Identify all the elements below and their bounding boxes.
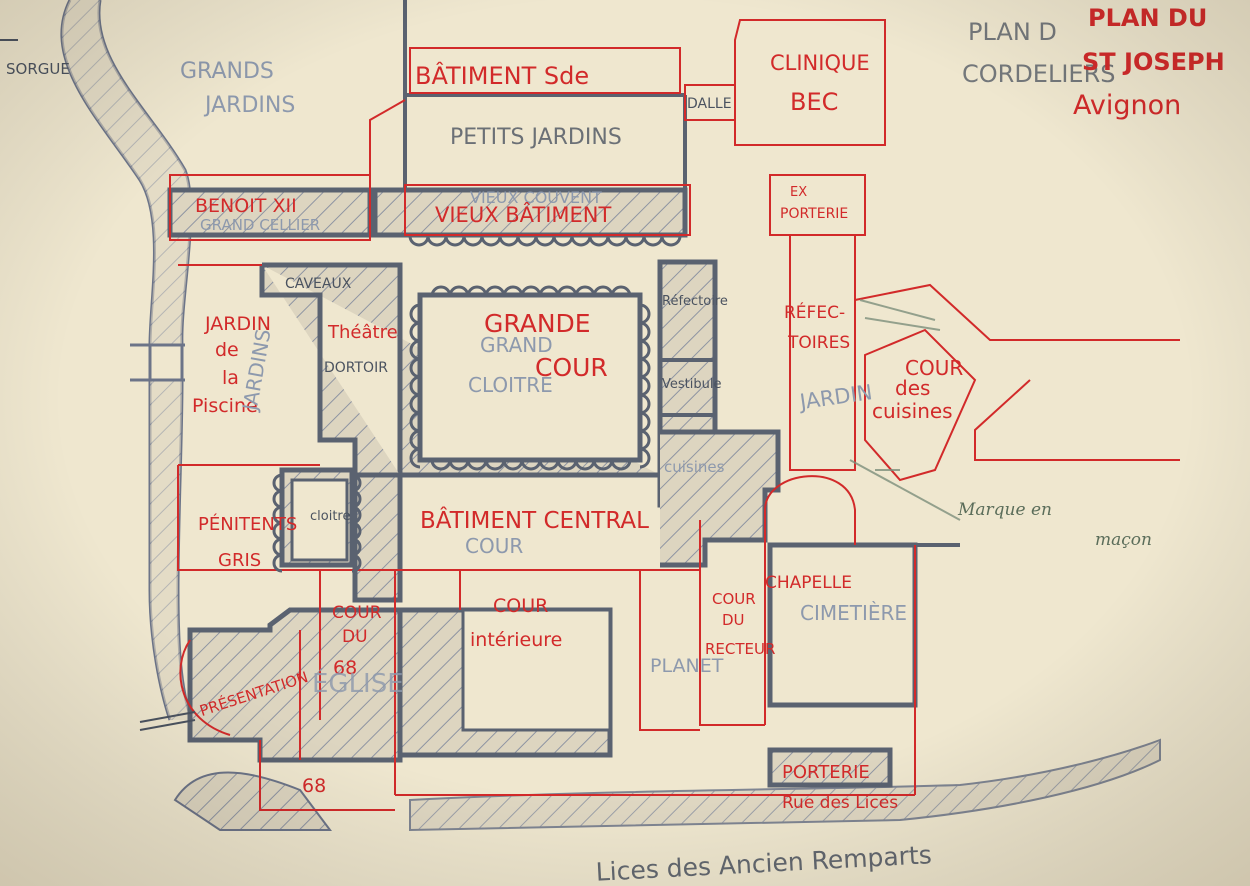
- label-penitents-2: GRIS: [218, 550, 261, 571]
- label-petits-jardins: PETITS JARDINS: [450, 125, 622, 150]
- label-cimetiere: CIMETIÈRE: [800, 601, 907, 625]
- label-dalle: DALLE: [687, 96, 732, 112]
- label-cour-du-68-2: DU: [342, 627, 368, 647]
- label-porterie-bottom: PORTERIE: [782, 762, 870, 783]
- label-refectoire-grey: Réfectoire: [662, 294, 728, 309]
- label-grand-cloitre-1: GRAND: [480, 333, 553, 357]
- label-cour-du-recteur-3: RECTEUR: [705, 640, 775, 658]
- label-clinique-1: CLINIQUE: [770, 51, 870, 75]
- label-cour-interieure-1: COUR: [493, 595, 548, 617]
- label-refectoires-1: RÉFEC-: [784, 301, 845, 323]
- label-chapelle: CHAPELLE: [765, 573, 852, 593]
- label-clinique-2: BEC: [790, 88, 838, 116]
- label-jardins-grey: JARDINS: [237, 327, 275, 414]
- label-cour-grey: COUR: [465, 534, 523, 558]
- label-cour-du-recteur-2: DU: [722, 611, 745, 629]
- label-grands-jardins-1: GRANDS: [180, 59, 274, 84]
- label-caveaux: CAVEAUX: [285, 276, 352, 292]
- label-penitents-1: PÉNITENTS: [198, 513, 297, 535]
- label-marque-1: Marque en: [957, 500, 1052, 520]
- sorgue-river: [60, 0, 194, 721]
- label-rue-des-lices: Rue des Lices: [782, 793, 898, 813]
- label-batiment-central: BÂTIMENT CENTRAL: [420, 506, 649, 534]
- label-cloitre-small: cloitre: [310, 509, 350, 524]
- cour-interieure-court: [461, 608, 612, 732]
- label-grand-cellier: GRAND CELLIER: [200, 216, 320, 234]
- label-porterie-top: PORTERIE: [780, 206, 848, 222]
- label-cour-interieure-2: intérieure: [470, 629, 562, 651]
- label-vestibule: Vestibule: [662, 377, 721, 392]
- label-lices-remparts: Lices des Ancien Remparts: [595, 840, 932, 886]
- title-red-line2: ST JOSEPH: [1082, 48, 1225, 76]
- label-dortoir: DORTOIR: [324, 360, 388, 376]
- label-cuisines-grey: cuisines: [664, 458, 725, 476]
- label-vieux-batiment: VIEUX BÂTIMENT: [435, 202, 612, 227]
- label-jardin-de-2: de: [215, 339, 239, 361]
- label-jardin-de-3: la: [222, 367, 239, 389]
- title-red-line1: PLAN DU: [1088, 4, 1207, 32]
- title-red-line3: Avignon: [1073, 90, 1181, 121]
- label-jardin-right: JARDIN: [796, 380, 873, 414]
- label-refectoires-2: TOIRES: [787, 333, 850, 353]
- label-68: 68: [302, 775, 326, 797]
- label-theatre: Théâtre: [327, 322, 398, 343]
- title-block: PLAN D CORDELIERS PLAN DU ST JOSEPH Avig…: [962, 4, 1225, 121]
- label-cour-du-68-1: COUR: [332, 603, 382, 623]
- label-grand-cloitre-2: CLOITRE: [468, 373, 553, 397]
- label-cour-des-2: des: [895, 376, 930, 400]
- label-benoit-xii: BENOIT XII: [195, 195, 297, 217]
- label-cour-des-3: cuisines: [872, 399, 953, 423]
- label-grands-jardins-2: JARDINS: [203, 93, 295, 118]
- label-ex: EX: [790, 185, 807, 200]
- label-planet: PLANET: [650, 655, 724, 677]
- label-marque-2: maçon: [1095, 530, 1152, 550]
- label-eglise: ÉGLISE: [312, 667, 404, 699]
- title-grey-line1: PLAN D: [968, 18, 1057, 46]
- label-batiment-sde: BÂTIMENT Sde: [415, 61, 589, 90]
- label-sorgue: SORGUE: [6, 60, 70, 78]
- label-cour-du-recteur-1: COUR: [712, 590, 756, 608]
